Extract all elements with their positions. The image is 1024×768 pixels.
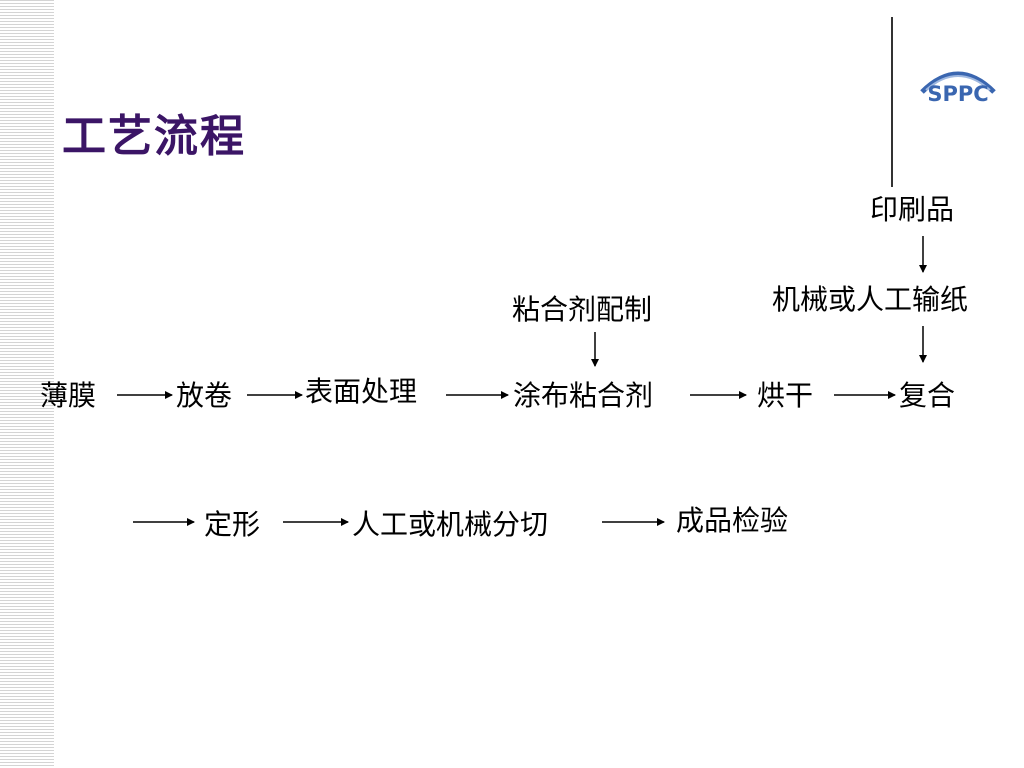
step-unwind: 放卷 (176, 379, 233, 412)
step-shaping: 定形 (204, 508, 261, 541)
step-laminate: 复合 (899, 379, 956, 412)
step-printed-matter: 印刷品 (870, 193, 955, 226)
side-stripe-decoration (0, 0, 54, 768)
sppc-logo: SPPC (916, 62, 1000, 112)
step-inspection: 成品检验 (676, 504, 789, 537)
step-dry: 烘干 (757, 379, 814, 412)
slide-title: 工艺流程 (62, 111, 246, 162)
step-paper-feed: 机械或人工输纸 (772, 283, 969, 316)
step-adhesive-prep: 粘合剂配制 (512, 293, 653, 326)
step-coat-adhesive: 涂布粘合剂 (513, 379, 654, 412)
logo-arc-icon (920, 71, 996, 94)
step-surface-treatment: 表面处理 (305, 375, 418, 408)
step-slitting: 人工或机械分切 (352, 508, 549, 541)
vertical-divider (891, 17, 893, 187)
logo-text: SPPC (927, 82, 989, 106)
step-film: 薄膜 (40, 379, 97, 412)
